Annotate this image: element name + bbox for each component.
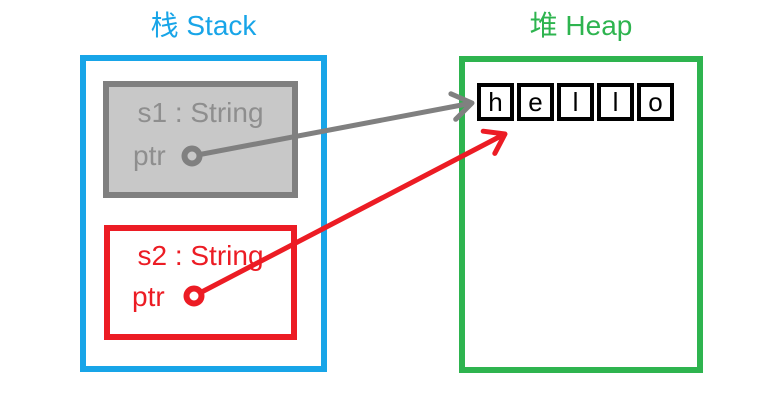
s2-ptr-field-label: ptr [132, 281, 165, 312]
heap-string-cells: h e l l o [477, 83, 674, 121]
s1-ptr-field-label: ptr [133, 140, 166, 171]
heap-cell-1: e [517, 83, 554, 121]
heap-cell-0: h [477, 83, 514, 121]
heap-title: 堆 Heap [529, 10, 633, 41]
heap-cell-3: l [597, 83, 634, 121]
s2-variable-label: s2 : String [137, 240, 264, 271]
s1-variable-label: s1 : String [137, 97, 264, 128]
stack-title: 栈 Stack [150, 10, 257, 41]
heap-cell-4: o [637, 83, 674, 121]
heap-cell-2: l [557, 83, 594, 121]
